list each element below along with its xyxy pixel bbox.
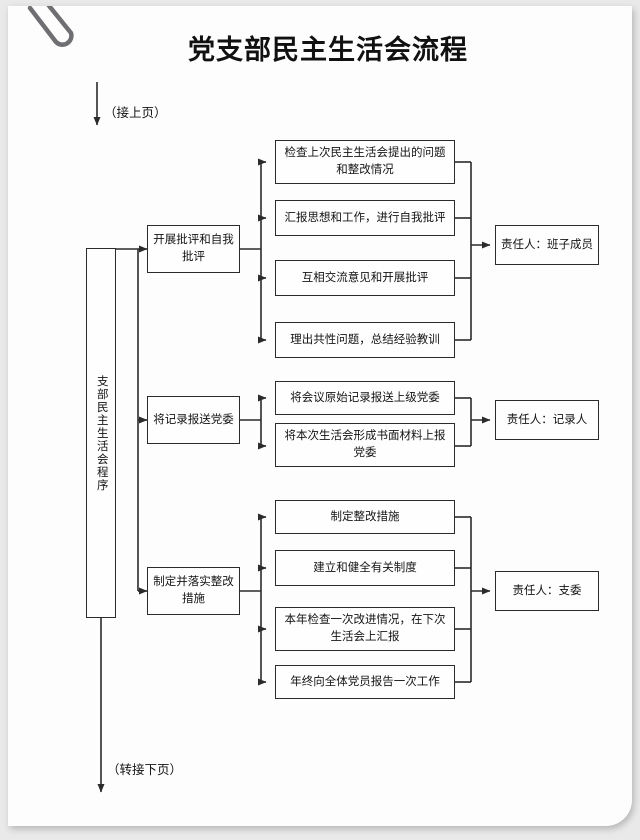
paperclip-icon bbox=[27, 6, 74, 47]
detail-box-2-2-label: 将本次生活会形成书面材料上报党委 bbox=[284, 430, 446, 459]
stage-box-3[interactable]: 制定并落实整改措施 bbox=[147, 567, 240, 615]
detail-box-1-2-label: 汇报思想和工作，进行自我批评 bbox=[284, 211, 446, 224]
owner-box-2-label: 责任人：记录人 bbox=[506, 413, 588, 426]
detail-box-1-4-label: 理出共性问题，总结经验教训 bbox=[290, 333, 440, 346]
continued-from-note: （接上页） bbox=[104, 106, 167, 120]
owner-box-1[interactable]: 责任人：班子成员 bbox=[495, 225, 599, 265]
stage-box-1[interactable]: 开展批评和自我批评 bbox=[147, 225, 240, 273]
process-spine-label: 支部民主生活会程序 bbox=[95, 374, 108, 492]
detail-box-2-1[interactable]: 将会议原始记录报送上级党委 bbox=[275, 381, 455, 415]
stage-box-2-label: 将记录报送党委 bbox=[153, 413, 234, 426]
detail-box-3-3[interactable]: 本年检查一次改进情况，在下次生活会上汇报 bbox=[275, 607, 455, 651]
stage-box-1-label: 开展批评和自我批评 bbox=[153, 234, 234, 263]
detail-box-3-2[interactable]: 建立和健全有关制度 bbox=[275, 550, 455, 586]
owner-box-3[interactable]: 责任人：支委 bbox=[495, 571, 599, 611]
detail-box-1-1-label: 检查上次民主生活会提出的问题和整改情况 bbox=[284, 147, 446, 176]
owner-box-2[interactable]: 责任人：记录人 bbox=[495, 400, 599, 440]
stage-box-3-label: 制定并落实整改措施 bbox=[153, 576, 234, 605]
detail-box-2-2[interactable]: 将本次生活会形成书面材料上报党委 bbox=[275, 423, 455, 467]
continued-to-note: （转接下页） bbox=[107, 763, 183, 777]
detail-box-3-3-label: 本年检查一次改进情况，在下次生活会上汇报 bbox=[284, 614, 446, 643]
stage-box-2[interactable]: 将记录报送党委 bbox=[147, 396, 240, 444]
detail-box-3-2-label: 建立和健全有关制度 bbox=[313, 561, 417, 574]
page-title: 党支部民主生活会流程 bbox=[188, 35, 468, 65]
process-spine-box: 支部民主生活会程序 bbox=[86, 248, 116, 618]
detail-box-1-2[interactable]: 汇报思想和工作，进行自我批评 bbox=[275, 200, 455, 236]
detail-box-1-3-label: 互相交流意见和开展批评 bbox=[301, 271, 429, 284]
document-card: 党支部民主生活会流程 bbox=[8, 6, 632, 826]
detail-box-3-4-label: 年终向全体党员报告一次工作 bbox=[290, 675, 440, 688]
detail-box-3-1-label: 制定整改措施 bbox=[330, 510, 400, 523]
detail-box-3-1[interactable]: 制定整改措施 bbox=[275, 500, 455, 534]
detail-box-1-1[interactable]: 检查上次民主生活会提出的问题和整改情况 bbox=[275, 140, 455, 184]
owner-box-3-label: 责任人：支委 bbox=[512, 584, 582, 597]
detail-box-2-1-label: 将会议原始记录报送上级党委 bbox=[290, 391, 440, 404]
owner-box-1-label: 责任人：班子成员 bbox=[501, 238, 593, 251]
detail-box-3-4[interactable]: 年终向全体党员报告一次工作 bbox=[275, 665, 455, 699]
detail-box-1-4[interactable]: 理出共性问题，总结经验教训 bbox=[275, 322, 455, 358]
detail-box-1-3[interactable]: 互相交流意见和开展批评 bbox=[275, 260, 455, 296]
